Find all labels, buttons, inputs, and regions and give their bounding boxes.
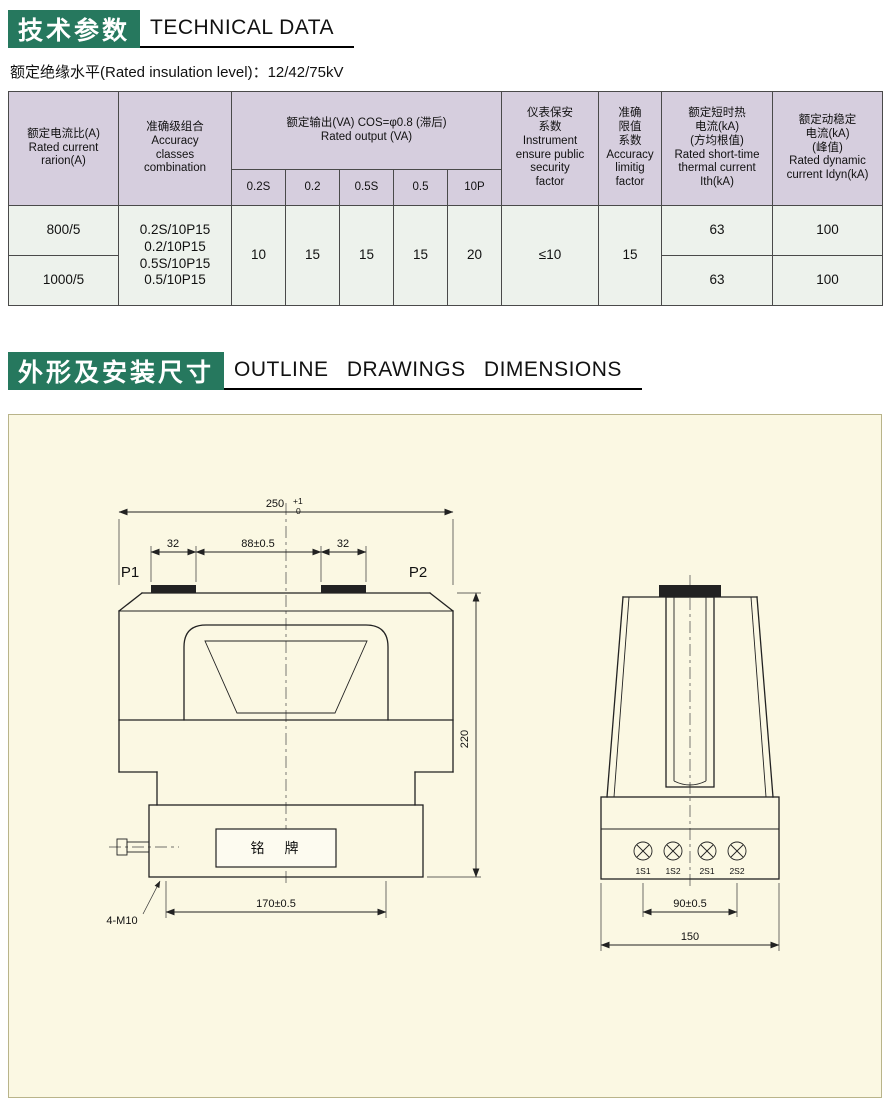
header-security-factor: 仪表保安 系数 Instrument ensure public securit… bbox=[501, 91, 599, 206]
cell-ratio-2: 1000/5 bbox=[8, 255, 119, 306]
dim-32-left-label: 32 bbox=[167, 538, 179, 550]
cell-accuracy-limit: 15 bbox=[598, 205, 662, 306]
subheader-0-2s: 0.2S bbox=[231, 169, 286, 206]
terminal-2s1-label: 2S1 bbox=[699, 866, 714, 876]
secondary-terminal-2s2: 2S2 bbox=[727, 841, 747, 876]
section2-title-cn: 外形及安装尺寸 bbox=[8, 352, 225, 390]
primary-terminal-pad bbox=[151, 585, 196, 593]
dim-220-label: 220 bbox=[459, 730, 471, 748]
cell-output-0-2: 15 bbox=[285, 205, 340, 306]
subheader-0-5: 0.5 bbox=[393, 169, 448, 206]
dim-88-label: 88±0.5 bbox=[241, 538, 275, 550]
nameplate-label: 铭 牌 bbox=[251, 840, 302, 856]
side-view-drawing: 1S1 1S2 2S1 2S2 90±0.5 150 bbox=[600, 575, 780, 951]
dim-150-label: 150 bbox=[681, 931, 699, 943]
insulation-level-note: 额定绝缘水平(Rated insulation level)：12/42/75k… bbox=[10, 64, 344, 81]
subheader-10p: 10P bbox=[447, 169, 502, 206]
cell-output-0-2s: 10 bbox=[231, 205, 286, 306]
dim-250-tol-top: +1 bbox=[293, 496, 303, 506]
header-dynamic-current: 额定动稳定 电流(kA) (峰值) Rated dynamic current … bbox=[772, 91, 883, 206]
cell-ith-1: 63 bbox=[661, 205, 773, 256]
front-view-drawing: 250 +1 0 32 88±0.5 32 P1 P2 铭 bbox=[106, 496, 481, 927]
top-terminal-cap bbox=[659, 585, 721, 597]
header-accuracy-limit-factor: 准确 限值 系数 Accuracy limitig factor bbox=[598, 91, 662, 206]
table-row: 800/5 0.2S/10P15 0.2/10P15 0.5S/10P15 0.… bbox=[8, 205, 883, 306]
subheader-0-5s: 0.5S bbox=[339, 169, 394, 206]
outline-drawings-svg: 250 +1 0 32 88±0.5 32 P1 P2 铭 bbox=[106, 496, 780, 951]
dim-250-label: 250 bbox=[266, 498, 284, 510]
section-title-underline: TECHNICAL DATA bbox=[140, 10, 354, 48]
section-title-en: TECHNICAL DATA bbox=[150, 16, 334, 39]
header-rated-current-ratio: 额定电流比(A) Rated current rarion(A) bbox=[8, 91, 119, 206]
dim-250-tol-bottom: 0 bbox=[296, 506, 301, 516]
cell-idyn-2: 100 bbox=[772, 255, 883, 306]
cell-security-factor: ≤10 bbox=[501, 205, 599, 306]
terminal-2s2-label: 2S2 bbox=[729, 866, 744, 876]
secondary-terminal-1s1: 1S1 bbox=[633, 841, 653, 876]
section2-title-en: OUTLINE DRAWINGS DIMENSIONS bbox=[234, 358, 622, 381]
dim-32-right-label: 32 bbox=[337, 538, 349, 550]
header-accuracy-classes: 准确级组合 Accuracy classes combination bbox=[118, 91, 232, 206]
cell-output-10p: 20 bbox=[447, 205, 502, 306]
primary-terminal-pad bbox=[321, 585, 366, 593]
header-rated-output-group: 额定输出(VA) COS=φ0.8 (滞后) Rated output (VA) bbox=[231, 91, 502, 170]
cell-idyn-1: 100 bbox=[772, 205, 883, 256]
subheader-0-2: 0.2 bbox=[285, 169, 340, 206]
cell-output-0-5: 15 bbox=[393, 205, 448, 306]
terminal-1s1-label: 1S1 bbox=[635, 866, 650, 876]
section-title-cn: 技术参数 bbox=[8, 10, 141, 48]
section-header-outline-drawings: 外形及安装尺寸 OUTLINE DRAWINGS DIMENSIONS bbox=[8, 352, 882, 390]
secondary-terminal-1s2: 1S2 bbox=[663, 841, 683, 876]
bolt-head bbox=[116, 838, 128, 856]
secondary-terminal-2s1: 2S1 bbox=[697, 841, 717, 876]
mounting-holes-label: 4-M10 bbox=[106, 915, 137, 927]
cell-output-0-5s: 15 bbox=[339, 205, 394, 306]
section2-title-underline: OUTLINE DRAWINGS DIMENSIONS bbox=[224, 352, 642, 390]
table-row: 1000/5 63 100 bbox=[8, 255, 883, 306]
section-header-technical-data: 技术参数 TECHNICAL DATA bbox=[8, 10, 882, 48]
terminal-p2-label: P2 bbox=[409, 564, 427, 581]
cell-accuracy-classes: 0.2S/10P15 0.2/10P15 0.5S/10P15 0.5/10P1… bbox=[118, 205, 232, 306]
header-short-time-thermal: 额定短时热 电流(kA) (方均根值) Rated short-time the… bbox=[661, 91, 773, 206]
technical-data-table: 额定电流比(A) Rated current rarion(A) 准确级组合 A… bbox=[8, 91, 883, 306]
terminal-1s2-label: 1S2 bbox=[665, 866, 680, 876]
dim-90-label: 90±0.5 bbox=[673, 898, 707, 910]
cell-ratio-1: 800/5 bbox=[8, 205, 119, 256]
nameplate-box bbox=[215, 828, 337, 868]
cell-ith-2: 63 bbox=[661, 255, 773, 306]
outline-drawings-panel: 250 +1 0 32 88±0.5 32 P1 P2 铭 bbox=[8, 414, 882, 1098]
dim-170-label: 170±0.5 bbox=[256, 898, 296, 910]
terminal-p1-label: P1 bbox=[121, 564, 139, 581]
